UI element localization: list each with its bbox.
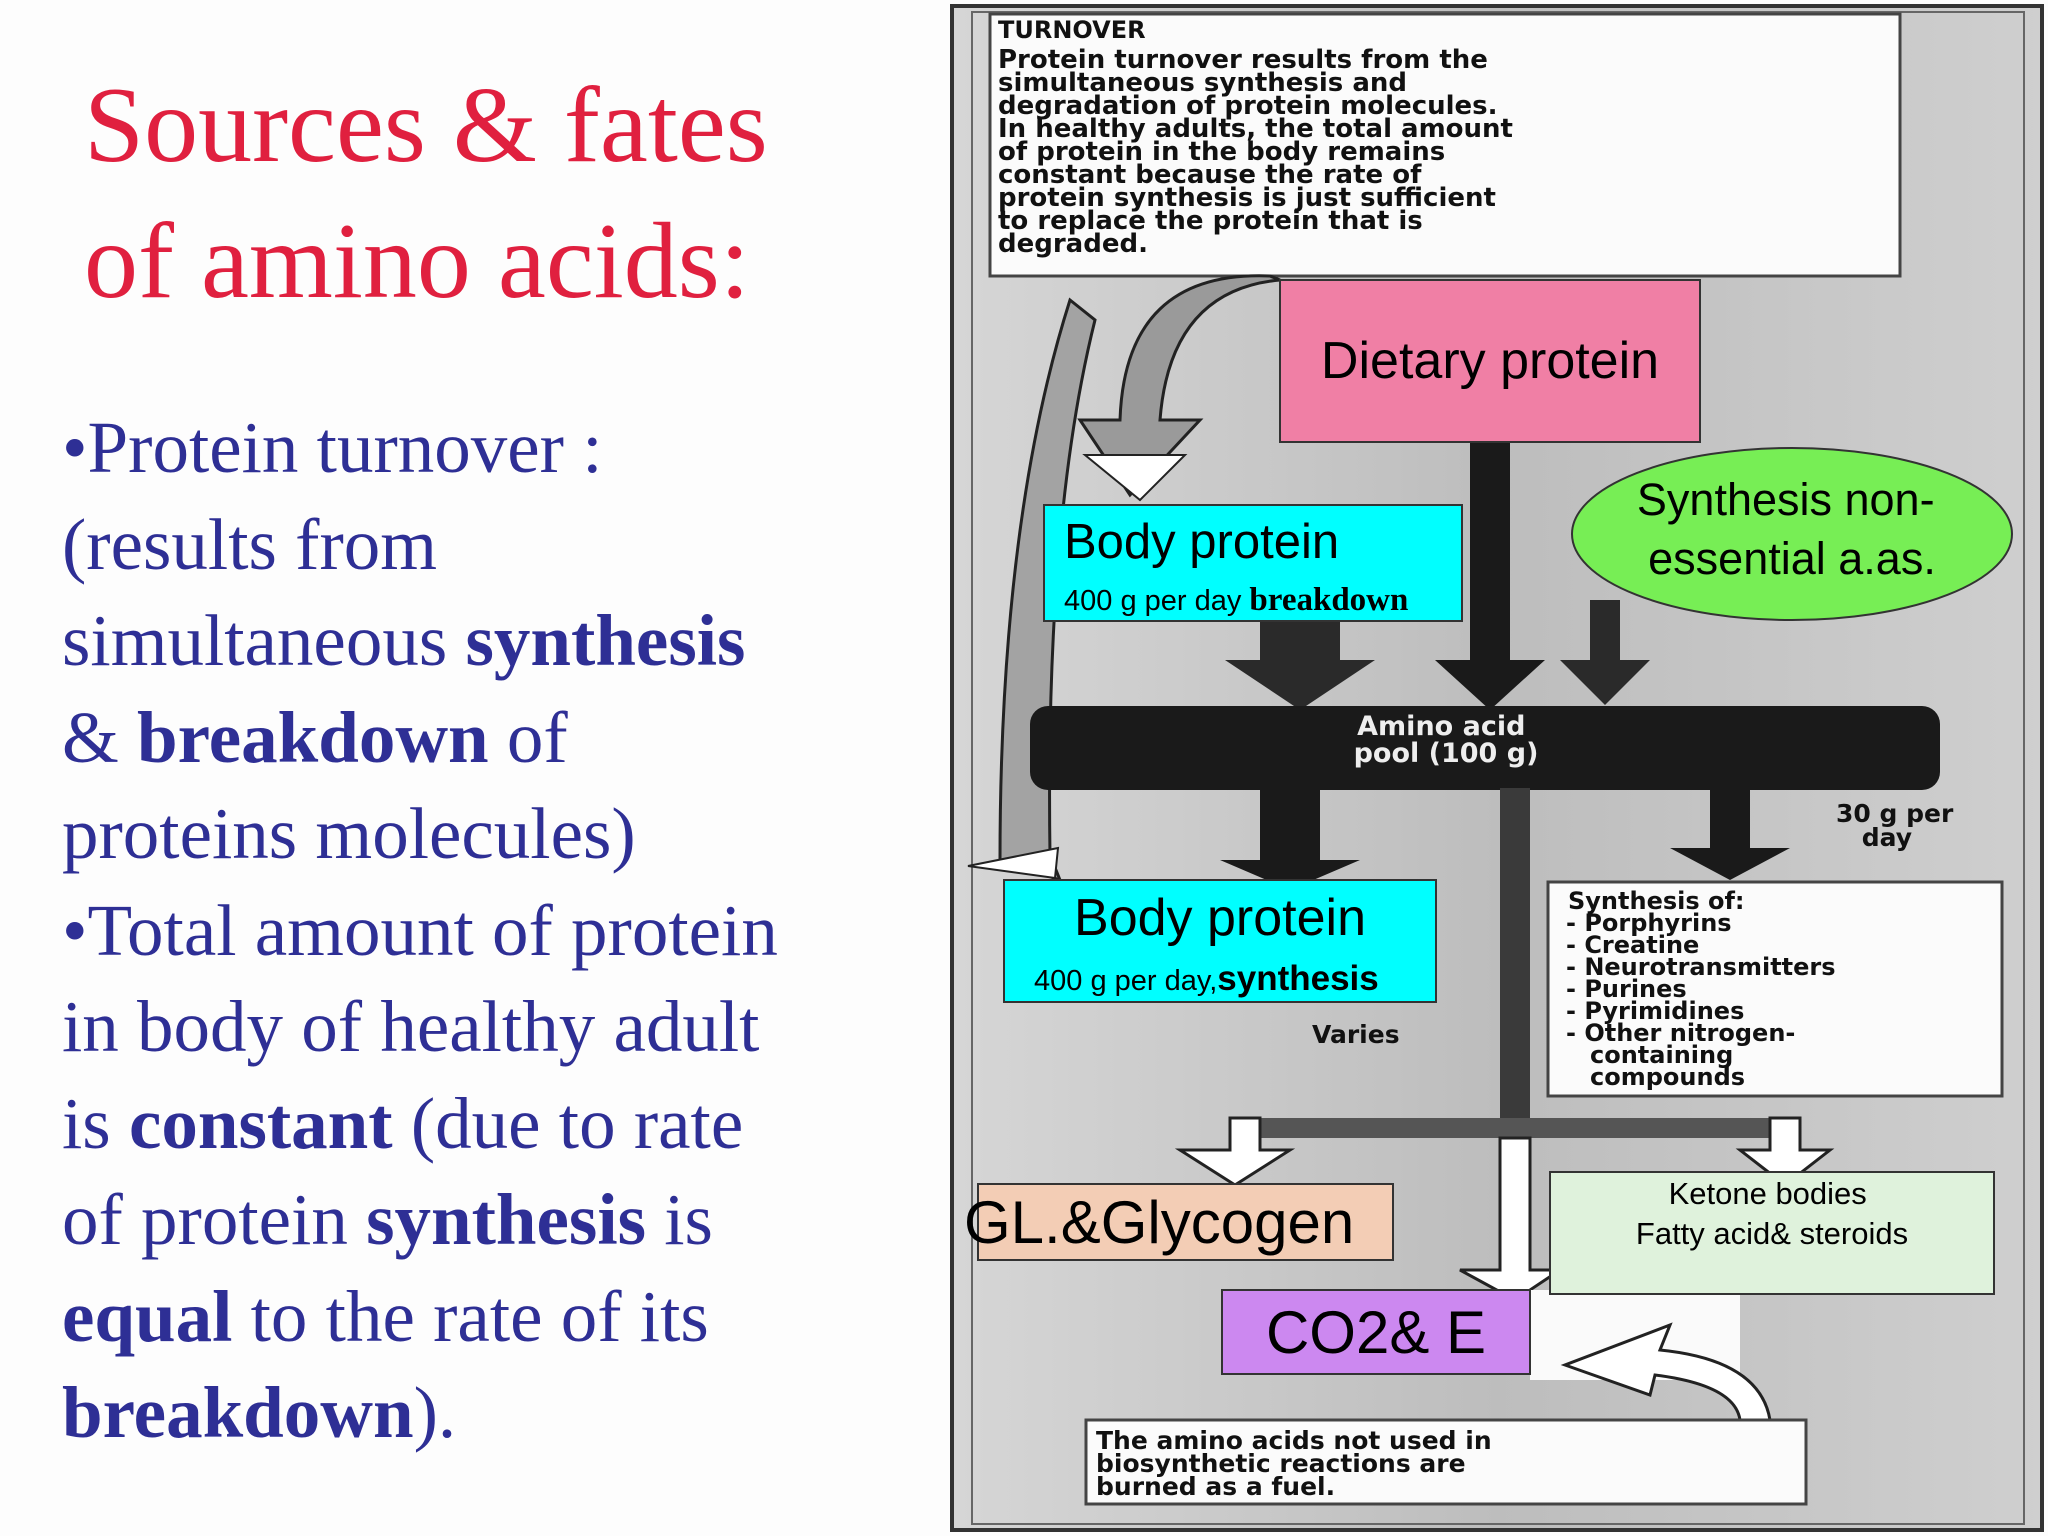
arrow-pool-to-synthesis-of bbox=[1670, 790, 1790, 880]
bullet-text: in body of healthy adult bbox=[62, 986, 760, 1067]
bullet-list: •Protein turnover : (results from simult… bbox=[62, 400, 892, 1462]
turnover-box bbox=[988, 12, 1902, 278]
body-protein-synthesis-sub: 400 g per day,synthesis bbox=[1034, 959, 1379, 998]
bullet-text: simultaneous synthesis bbox=[62, 600, 746, 681]
turnover-text: Protein turnover results from the simult… bbox=[998, 45, 1522, 259]
arrow-to-ketone bbox=[1735, 1116, 1835, 1187]
co2-label: CO2& E bbox=[1266, 1299, 1486, 1366]
fuel-note-box bbox=[1084, 1418, 1808, 1506]
arrow-to-glycogen bbox=[1174, 1116, 1296, 1187]
synthesis-nonessential-ellipse bbox=[1571, 447, 2013, 621]
thirty-g-label: 30 g per day bbox=[1836, 799, 1962, 852]
dietary-protein-label: Dietary protein bbox=[1321, 332, 1659, 390]
body-protein-breakdown-title: Body protein bbox=[1064, 515, 1339, 569]
arrow-breakdown-to-pool bbox=[1225, 610, 1375, 710]
amino-acid-pool bbox=[1030, 706, 1940, 790]
turnover-heading: TURNOVER bbox=[998, 16, 1146, 44]
arrow-pool-to-synthesis bbox=[1220, 788, 1360, 890]
fuel-note-text: The amino acids not used in biosynthetic… bbox=[1096, 1426, 1500, 1501]
body-protein-breakdown-box bbox=[1043, 504, 1463, 622]
synthesis-of-text: Synthesis of: - Porphyrins - Creatine - … bbox=[1566, 887, 1844, 1091]
synthesis-of-box bbox=[1546, 880, 2004, 1098]
slide-title: Sources & fates of amino acids: bbox=[84, 58, 884, 330]
arrow-to-co2 bbox=[1459, 1136, 1565, 1302]
branch-left bbox=[1230, 1118, 1800, 1138]
title-line-2: of amino acids: bbox=[84, 202, 750, 321]
co2-box bbox=[1221, 1289, 1531, 1375]
varies-label: Varies bbox=[1312, 1020, 1400, 1049]
bullet-text: is constant (due to rate bbox=[62, 1082, 744, 1164]
pool-label: Amino acid pool (100 g) bbox=[1354, 711, 1539, 769]
bullet-text: (results from bbox=[62, 503, 438, 585]
white-arrowhead-top bbox=[1082, 454, 1188, 502]
glycogen-box bbox=[977, 1183, 1394, 1261]
bullet-total-protein: •Total amount of protein in body of heal… bbox=[62, 883, 892, 1462]
curved-arrow-from-fuel-note bbox=[1560, 1322, 1772, 1422]
bullet-text: breakdown). bbox=[62, 1372, 457, 1453]
ketone-label: Ketone bodies Fatty acid& steroids bbox=[1636, 1176, 1908, 1251]
body-protein-breakdown-sub: 400 g per day breakdown bbox=[1064, 582, 1408, 618]
bullet-text: proteins molecules) bbox=[62, 793, 636, 874]
curved-arrow-to-body-protein bbox=[1077, 274, 1281, 498]
bullet-text: •Total amount of protein bbox=[62, 889, 778, 971]
body-protein-synthesis-title: Body protein bbox=[1074, 889, 1366, 947]
diagram-panel-inner bbox=[971, 11, 2025, 1525]
bullet-text: & breakdown of bbox=[62, 696, 568, 778]
arrow-dietary-to-pool bbox=[1435, 440, 1545, 710]
bullet-text: •Protein turnover : bbox=[62, 407, 603, 488]
stem-main bbox=[1500, 788, 1530, 1118]
bullet-text: equal to the rate of its bbox=[62, 1275, 709, 1357]
dietary-protein-box bbox=[1279, 279, 1701, 443]
bullet-protein-turnover: •Protein turnover : (results from simult… bbox=[62, 400, 892, 883]
title-line-1: Sources & fates bbox=[84, 66, 768, 185]
arrow-nonessential-to-pool bbox=[1560, 600, 1650, 705]
body-protein-synthesis-box bbox=[1003, 879, 1437, 1003]
bullet-text: of protein synthesis is bbox=[62, 1179, 713, 1260]
synthesis-nonessential-label: Synthesis non- essential a.as. bbox=[1637, 474, 1947, 584]
white-arrowhead-left bbox=[967, 846, 1060, 880]
glycogen-label: GL.&Glycogen bbox=[964, 1189, 1354, 1256]
ketone-box bbox=[1549, 1171, 1995, 1295]
